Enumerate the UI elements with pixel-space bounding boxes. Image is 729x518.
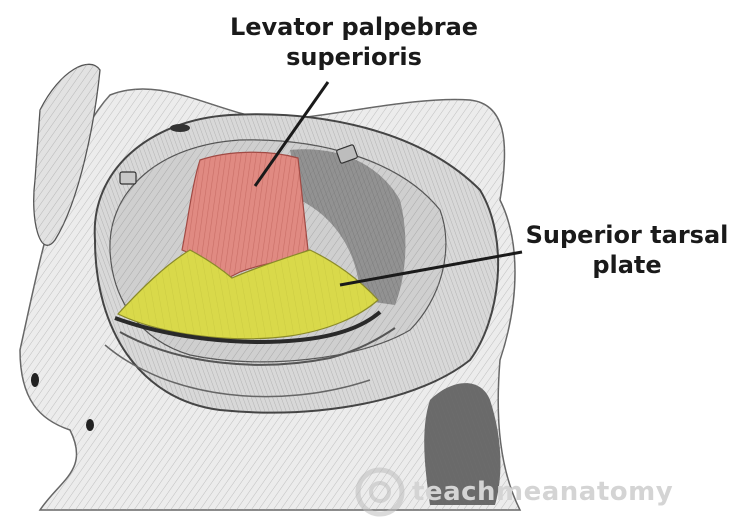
superior-tarsal-label: Superior tarsal plate: [522, 220, 729, 280]
medial-notch: [120, 172, 136, 184]
tarsal-label-line2: plate: [522, 250, 729, 280]
watermark: teachmeanatomy: [412, 477, 673, 507]
levator-label-line1: Levator palpebrae: [214, 12, 494, 42]
levator-label-line2: superioris: [214, 42, 494, 72]
tarsal-label-line1: Superior tarsal: [522, 220, 729, 250]
levator-palpebrae-label: Levator palpebrae superioris: [214, 12, 494, 72]
